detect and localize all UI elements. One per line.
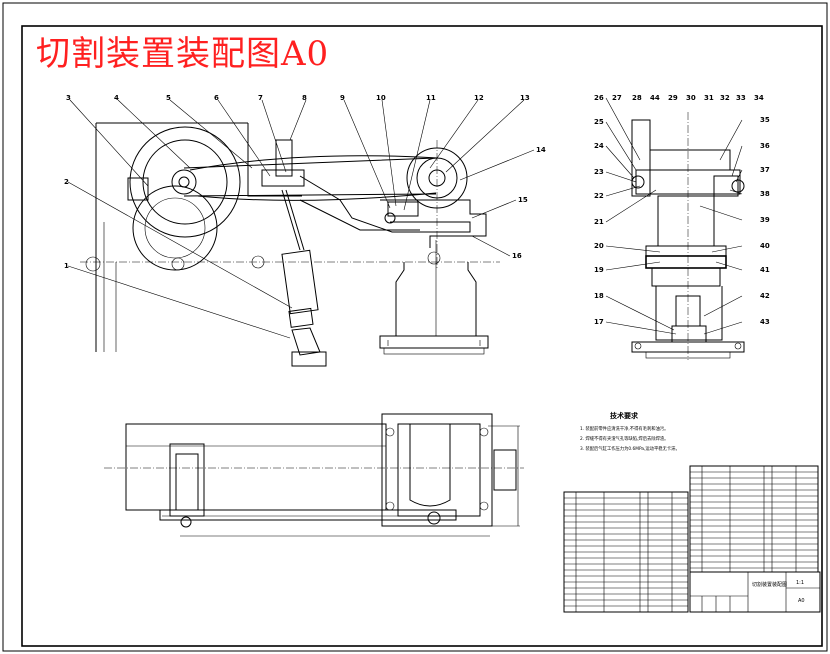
callout-29: 29	[668, 94, 678, 102]
callout-12: 12	[474, 94, 484, 102]
callout-13: 13	[520, 94, 530, 102]
callout-40: 40	[760, 242, 770, 250]
callout-11: 11	[426, 94, 436, 102]
side-view-leaders	[605, 97, 743, 335]
callout-7: 7	[258, 94, 263, 102]
callout-37: 37	[760, 166, 770, 174]
front-view-leaders	[67, 99, 535, 339]
callout-39: 39	[760, 216, 770, 224]
callout-44: 44	[650, 94, 660, 102]
callout-8: 8	[302, 94, 307, 102]
side-view	[631, 112, 745, 360]
side-view-callouts-right: 35 36 37 38 39 40 41 42 43	[760, 116, 770, 326]
title-block-scale: 1:1	[796, 580, 804, 586]
top-view	[104, 413, 524, 537]
callout-30: 30	[686, 94, 696, 102]
callout-1: 1	[64, 262, 69, 270]
side-view-callouts-top: 27 28 44 29 30 31 32 33 34	[612, 94, 764, 102]
callout-32: 32	[720, 94, 730, 102]
technical-requirements: 技术要求 1. 装配前零件应清洗干净,不得有毛刺和油污。 2. 焊缝不得有夹渣气…	[580, 411, 680, 452]
callout-35: 35	[760, 116, 770, 124]
callout-23: 23	[594, 168, 604, 176]
callout-25: 25	[594, 118, 604, 126]
callout-14: 14	[536, 146, 546, 154]
parts-list-left	[563, 491, 689, 613]
callout-28: 28	[632, 94, 642, 102]
callout-5: 5	[166, 94, 171, 102]
callout-21: 21	[594, 218, 604, 226]
callout-27: 27	[612, 94, 622, 102]
callout-24: 24	[594, 142, 604, 150]
callout-16: 16	[512, 252, 522, 260]
callout-22: 22	[594, 192, 604, 200]
tech-req-item-1: 1. 装配前零件应清洗干净,不得有毛刺和油污。	[580, 425, 668, 432]
callout-17: 17	[594, 318, 604, 326]
title-block-name: 切割装置装配图	[752, 581, 787, 588]
callout-19: 19	[594, 266, 604, 274]
front-view	[80, 122, 500, 367]
callout-42: 42	[760, 292, 770, 300]
tech-req-item-3: 3. 装配后气缸工作压力为0.6MPa,运动平稳无卡滞。	[580, 445, 680, 452]
callout-43: 43	[760, 318, 770, 326]
inner-frame	[21, 25, 823, 647]
callout-34: 34	[754, 94, 764, 102]
callout-18: 18	[594, 292, 604, 300]
callout-3: 3	[66, 94, 71, 102]
callout-20: 20	[594, 242, 604, 250]
callout-36: 36	[760, 142, 770, 150]
drawing-title: 切割装置装配图A0	[36, 34, 330, 74]
side-view-callouts-left: 26 25 24 23 22 21 20 19 18 17	[594, 94, 604, 326]
callout-4: 4	[114, 94, 119, 102]
callout-41: 41	[760, 266, 770, 274]
title-block-sheet: A0	[798, 598, 805, 604]
front-view-callouts: 1 2 3 4 5 6 7 8 9 10 11 12 13 14 15 16	[64, 94, 546, 270]
callout-10: 10	[376, 94, 386, 102]
callout-33: 33	[736, 94, 746, 102]
callout-38: 38	[760, 190, 770, 198]
callout-26: 26	[594, 94, 604, 102]
callout-2: 2	[64, 178, 69, 186]
title-block: 切割装置装配图 1:1 A0	[689, 571, 821, 613]
tech-req-item-2: 2. 焊缝不得有夹渣气孔等缺陷,焊后去除焊渣。	[580, 435, 668, 442]
callout-9: 9	[340, 94, 345, 102]
callout-31: 31	[704, 94, 714, 102]
parts-list-right	[689, 465, 819, 573]
callout-15: 15	[518, 196, 528, 204]
callout-6: 6	[214, 94, 219, 102]
tech-req-heading: 技术要求	[610, 411, 639, 420]
